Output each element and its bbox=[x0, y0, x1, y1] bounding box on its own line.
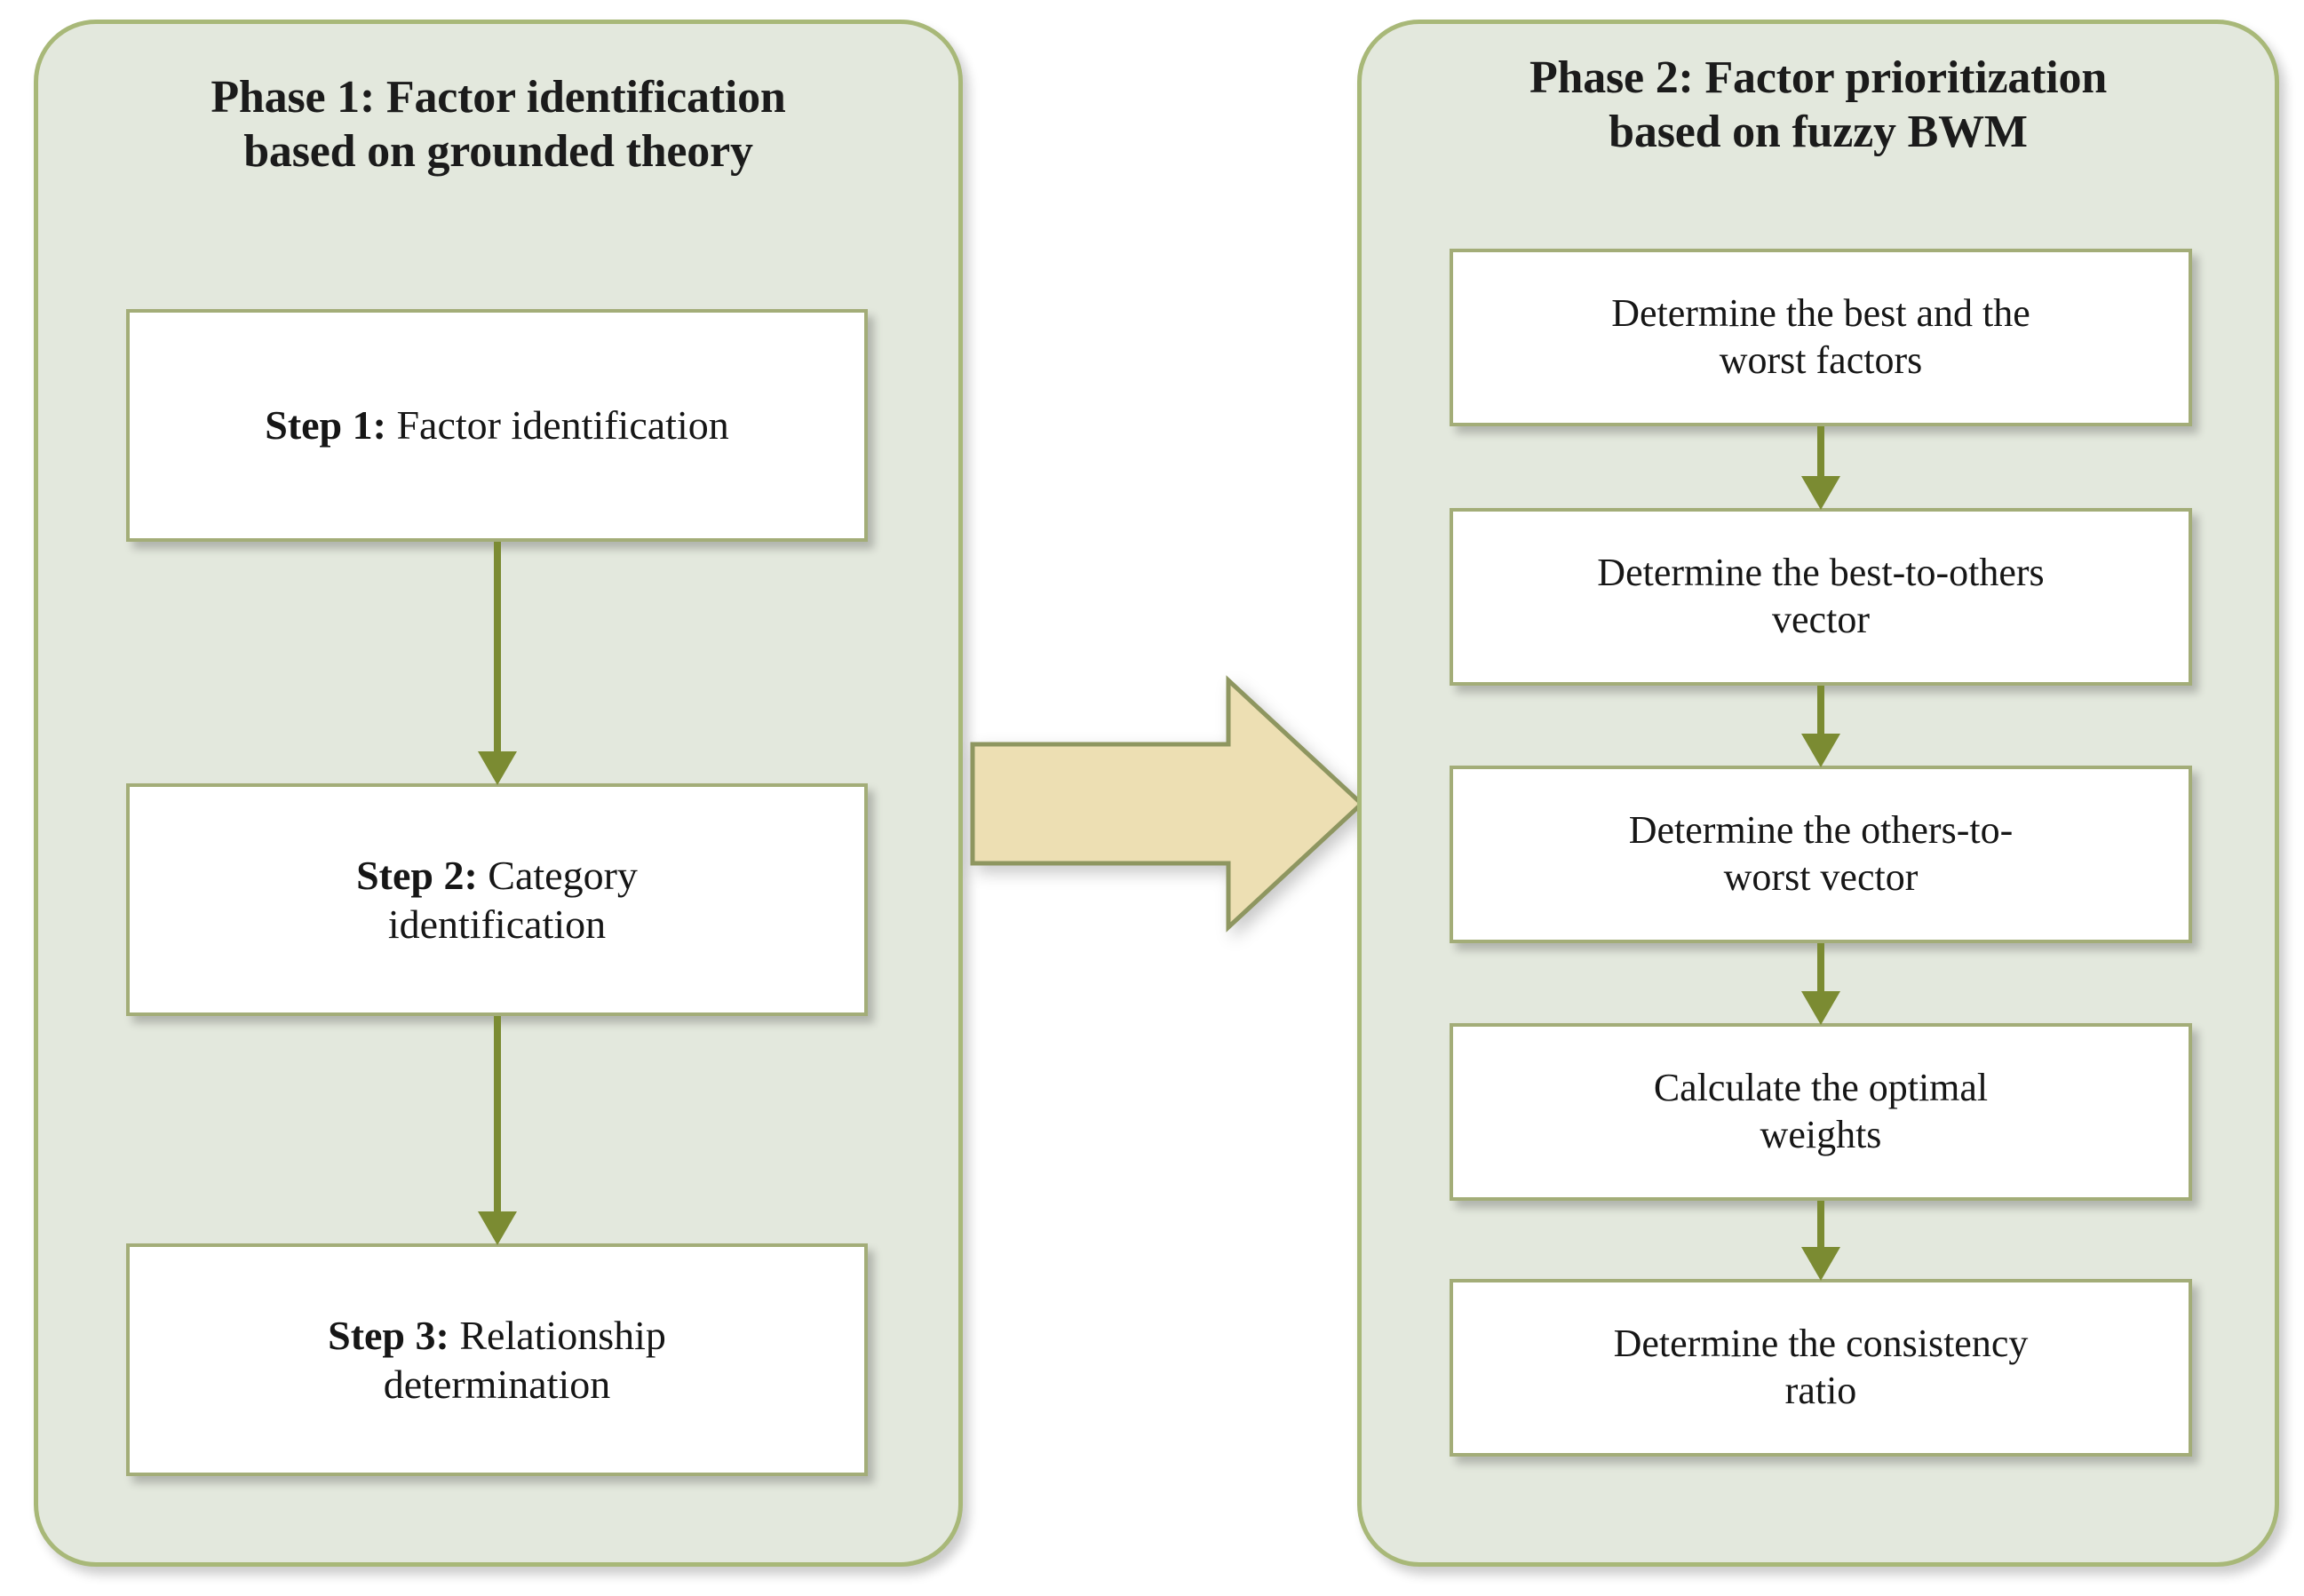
bwm-step-4-line-1: Calculate the optimal bbox=[1653, 1066, 1989, 1110]
step-3-description: Relationship bbox=[449, 1312, 666, 1358]
phase-2-title-line-1: Phase 2: Factor prioritization bbox=[1529, 52, 2108, 103]
phase-1-title-line-2: based on grounded theory bbox=[243, 126, 753, 178]
connector-shaft bbox=[1817, 686, 1824, 735]
step-1-box[interactable]: Step 1: Factor identification bbox=[126, 309, 868, 542]
bwm-step-4-line-2: weights bbox=[1760, 1113, 1882, 1156]
step-3-label: Step 3: bbox=[328, 1312, 449, 1358]
connector-arrow-bwm1-to-bwm2 bbox=[1801, 426, 1840, 510]
arrow-head-icon bbox=[1801, 991, 1840, 1025]
phase-2-title-line-2: based on fuzzy BWM bbox=[1609, 107, 2028, 158]
connector-shaft bbox=[494, 542, 501, 753]
step-2-label: Step 2: bbox=[356, 852, 478, 898]
connector-arrow-bwm4-to-bwm5 bbox=[1801, 1201, 1840, 1281]
connector-shaft bbox=[1817, 1201, 1824, 1249]
connector-arrow-step2-to-step3 bbox=[478, 1016, 517, 1245]
arrow-head-icon bbox=[1801, 476, 1840, 510]
connector-arrow-step1-to-step2 bbox=[478, 542, 517, 785]
step-1-text: Step 1: Factor identification bbox=[130, 401, 864, 449]
phase-1-title-line-1: Phase 1: Factor identification bbox=[211, 72, 786, 123]
bwm-step-3-text: Determine the others-to-worst vector bbox=[1453, 807, 2189, 901]
arrow-head-icon bbox=[478, 1211, 517, 1245]
step-3-description-line-2: determination bbox=[383, 1362, 611, 1407]
bwm-step-5-line-1: Determine the consistency bbox=[1613, 1322, 2029, 1366]
bwm-step-1-line-1: Determine the best and the bbox=[1611, 291, 2030, 336]
connector-shaft bbox=[494, 1016, 501, 1213]
step-2-description: Category bbox=[477, 852, 638, 898]
connector-arrow-bwm2-to-bwm3 bbox=[1801, 686, 1840, 767]
bwm-step-3-line-2: worst vector bbox=[1723, 855, 1919, 899]
bwm-step-2-line-2: vector bbox=[1772, 598, 1870, 641]
step-2-description-line-2: identification bbox=[387, 901, 607, 947]
bwm-step-3-line-1: Determine the others-to- bbox=[1628, 808, 2014, 853]
bwm-step-2-line-1: Determine the best-to-others bbox=[1597, 551, 2045, 595]
step-1-description: Factor identification bbox=[385, 402, 729, 449]
connector-shaft bbox=[1817, 943, 1824, 993]
arrow-head-icon bbox=[478, 751, 517, 785]
phase-transition-arrow-icon bbox=[970, 675, 1364, 933]
arrow-head-icon bbox=[1801, 734, 1840, 767]
phase-1-title: Phase 1: Factor identification based on … bbox=[38, 70, 958, 179]
bwm-step-others-to-worst-vector-box[interactable]: Determine the others-to-worst vector bbox=[1450, 766, 2192, 943]
connector-shaft bbox=[1817, 426, 1824, 478]
step-1-label: Step 1: bbox=[265, 402, 386, 449]
bwm-step-5-line-2: ratio bbox=[1784, 1369, 1857, 1412]
arrow-head-icon bbox=[1801, 1247, 1840, 1281]
bwm-step-1-line-2: worst factors bbox=[1719, 338, 1923, 382]
connector-arrow-bwm3-to-bwm4 bbox=[1801, 943, 1840, 1025]
phase-2-title: Phase 2: Factor prioritization based on … bbox=[1362, 51, 2275, 160]
